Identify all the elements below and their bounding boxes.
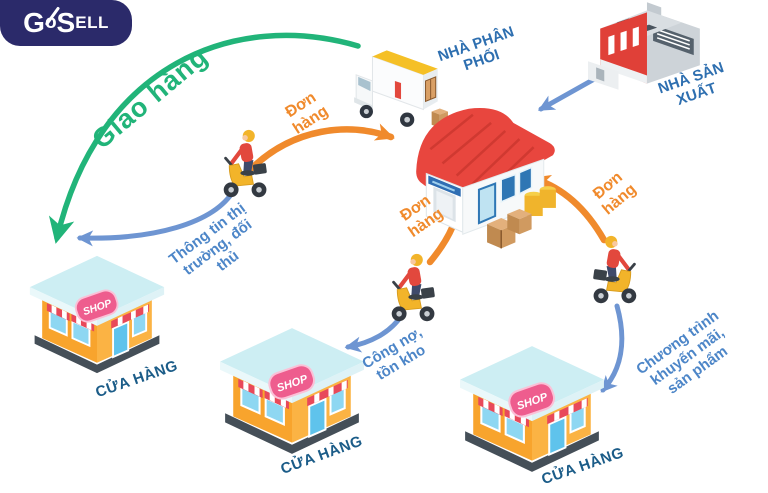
store-icon-2: SHOP [216,326,368,456]
delivery-arrow [48,32,361,244]
store-icon-3: SHOP [456,344,608,474]
logo-text: G [23,7,45,38]
logo-s: S [56,7,76,38]
logo-o: o [44,6,60,34]
feedback-arrow-1 [76,187,237,247]
store-icon-1: SHOP [26,254,168,375]
truck-icon [348,34,450,134]
factory-icon [588,2,708,94]
logo-ell: ELL [75,13,109,32]
warehouse-icon [402,82,564,265]
feedback-arrow-3 [600,303,625,393]
scooter-icon-right [588,228,640,306]
scooter-icon-left [220,122,272,200]
scooter-icon-middle [388,246,440,324]
order-arrow-1 [248,123,395,172]
